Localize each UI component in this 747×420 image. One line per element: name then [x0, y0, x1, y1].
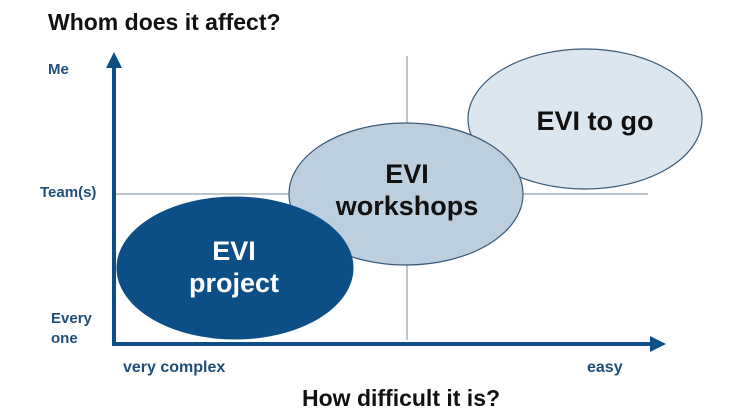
bubble-evi-project [116, 196, 354, 340]
bubble-evi-project-label-line2: project [189, 268, 279, 298]
bubble-evi-workshops-label-line1: EVI [385, 159, 429, 189]
y-label-everyone-line2: one [51, 330, 78, 347]
bubble-evi-project-label-line1: EVI [212, 236, 256, 266]
y-axis-arrow-icon [106, 52, 122, 68]
bubble-evi-workshops-label-line2: workshops [335, 191, 479, 221]
y-label-everyone-line1: Every [51, 310, 92, 327]
y-axis-title: Whom does it affect? [48, 9, 281, 35]
bubble-evi-to-go-label: EVI to go [537, 106, 654, 136]
y-label-me: Me [48, 61, 69, 78]
bubble-evi-workshops [288, 122, 524, 266]
x-label-very-complex: very complex [123, 359, 226, 376]
x-axis-arrow-icon [650, 336, 666, 352]
y-label-teams: Team(s) [40, 184, 97, 201]
x-label-easy: easy [587, 359, 623, 376]
x-axis-title: How difficult it is? [302, 385, 501, 411]
bubble-evi-to-go [467, 48, 703, 190]
